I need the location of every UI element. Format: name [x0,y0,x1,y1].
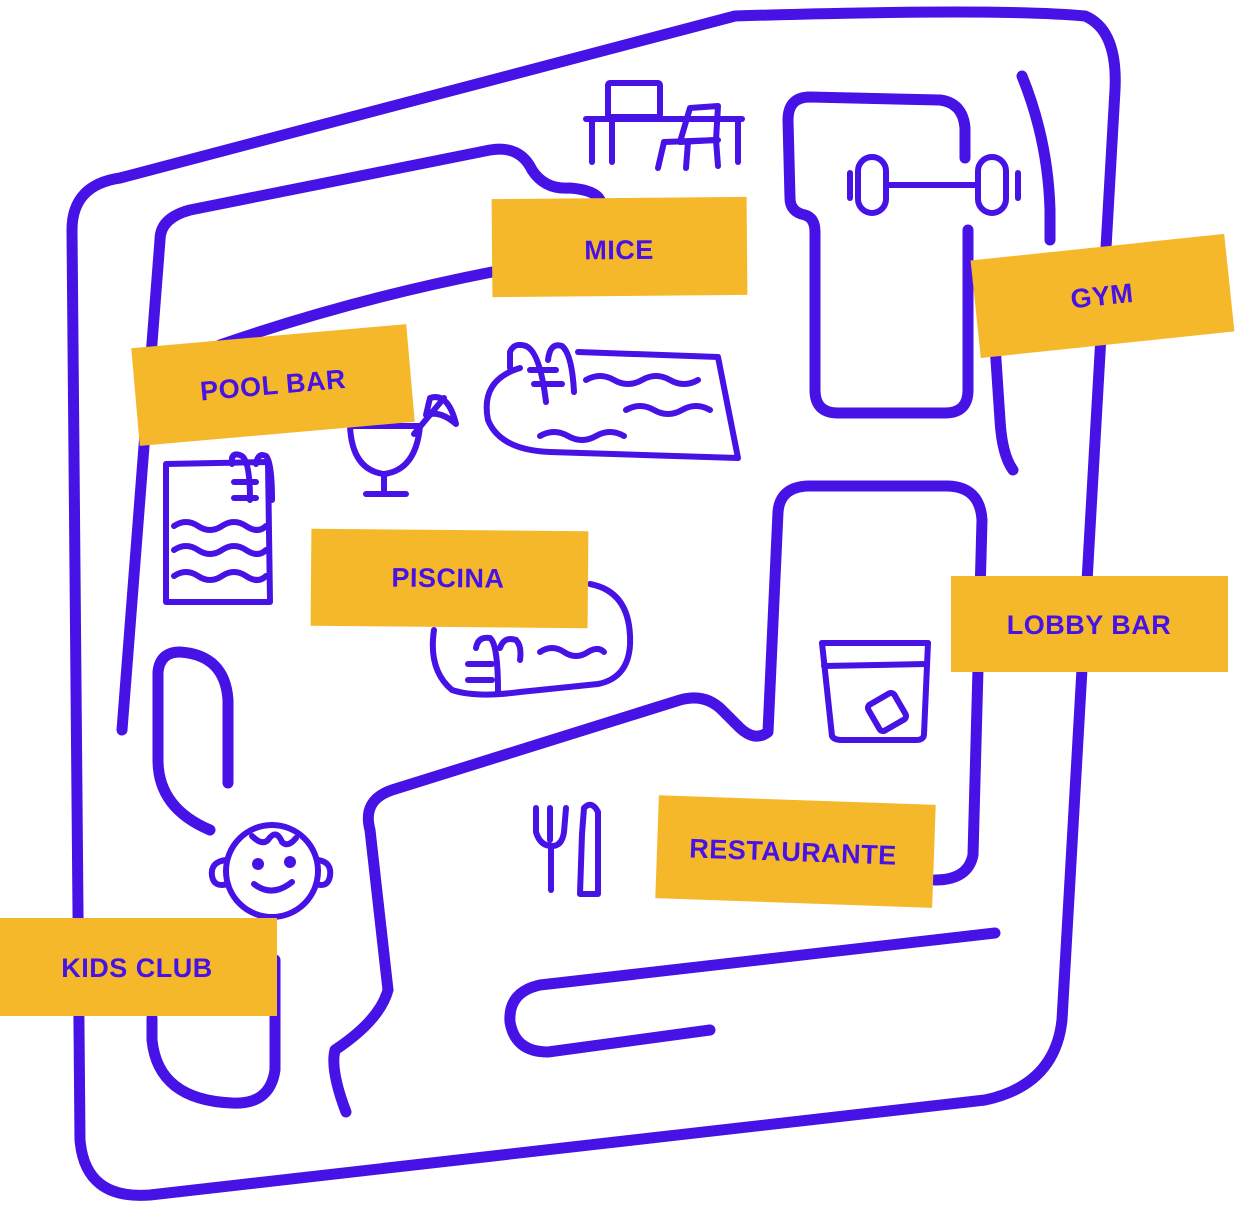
label-restaurante-text: RESTAURANTE [689,833,897,870]
label-kids-club: KIDS CLUB [0,918,277,1016]
pool-with-ladder-icon [483,341,741,461]
right-side-path [1016,70,1056,246]
whisky-glass-icon [819,640,931,743]
map-routes [66,6,1121,1201]
label-mice-text: MICE [584,235,654,266]
label-gym-text: GYM [1069,278,1135,314]
central-loop-path [328,480,988,1118]
label-mice: MICE [491,196,748,298]
lower-loop-path [504,927,1001,1058]
cocktail-glass-icon [347,394,459,497]
fork-and-knife-icon [533,801,601,897]
label-lobby-bar-text: LOBBY BAR [1007,610,1172,640]
kids-club-lower-path [146,954,281,1109]
label-pool-bar: POOL BAR [131,324,415,446]
barbell-icon [847,154,1021,216]
rectangular-pool-icon [163,451,275,605]
label-piscina-text: PISCINA [391,563,504,594]
pool-bar-connector-path [214,266,498,351]
outer-boundary-path [66,6,1121,1201]
kids-club-path [152,646,234,836]
label-restaurante: RESTAURANTE [655,795,936,908]
label-kids-club-text: KIDS CLUB [61,953,213,983]
label-gym: GYM [970,233,1235,359]
gym-room-path [782,91,974,419]
desk-and-chair-icon [583,80,745,171]
round-pool-icon [429,581,634,698]
upper-left-path [116,143,606,736]
child-face-icon [208,822,334,920]
right-lower-path [989,339,1019,476]
label-piscina: PISCINA [310,528,589,629]
label-lobby-bar: LOBBY BAR [951,576,1228,672]
